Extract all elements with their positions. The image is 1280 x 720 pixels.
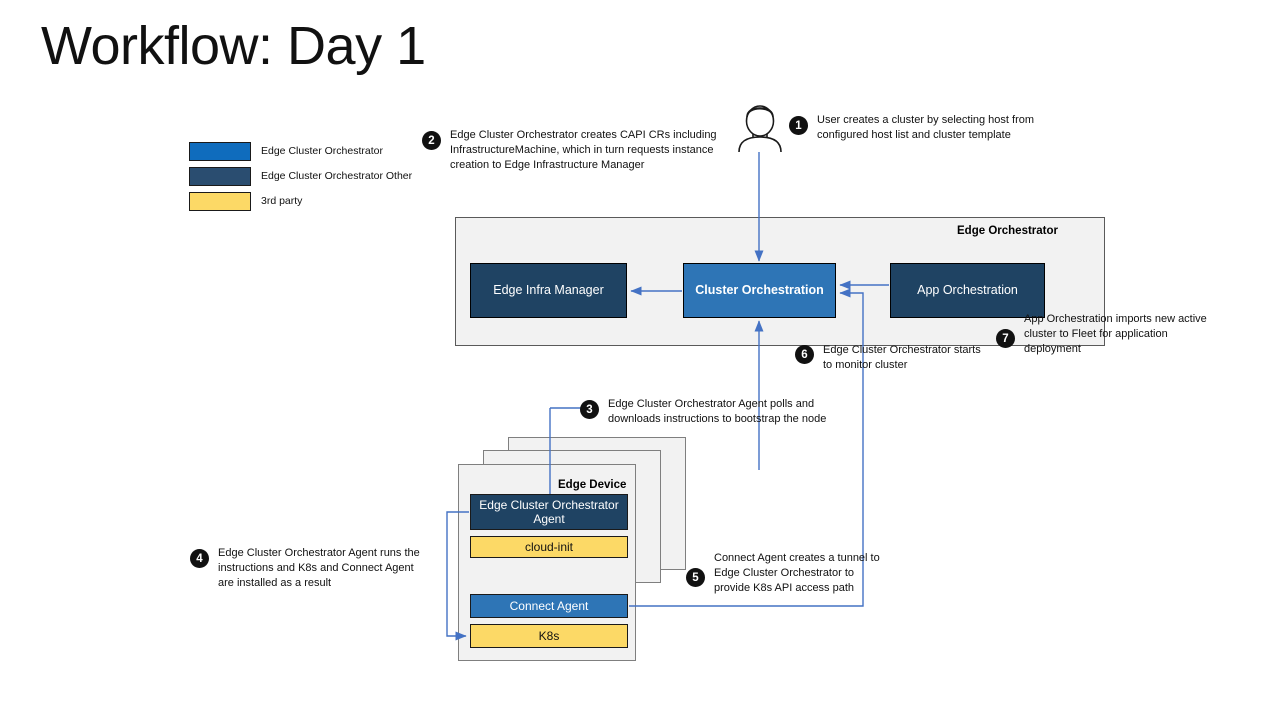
callout-badge: 6 xyxy=(795,345,814,364)
callout-text: Edge Cluster Orchestrator starts to moni… xyxy=(823,344,981,372)
callout-text: Edge Cluster Orchestrator creates CAPI C… xyxy=(450,129,717,172)
node-label: K8s xyxy=(538,628,560,643)
callout-badge: 5 xyxy=(686,568,705,587)
callout-7: 7 App Orchestration imports new active c… xyxy=(996,313,1226,358)
callout-text: App Orchestration imports new active clu… xyxy=(1024,313,1207,356)
node-label: Connect Agent xyxy=(509,598,589,613)
legend-label: 3rd party xyxy=(261,195,303,207)
legend: Edge Cluster Orchestrator Edge Cluster O… xyxy=(189,141,413,216)
callout-text: Edge Cluster Orchestrator Agent polls an… xyxy=(608,398,827,426)
node-cluster-orchestration[interactable]: Cluster Orchestration xyxy=(683,263,836,318)
node-label: Edge Cluster Orchestrator Agent xyxy=(479,497,619,526)
node-connect-agent[interactable]: Connect Agent xyxy=(470,594,628,618)
callout-badge: 1 xyxy=(789,116,808,135)
node-app-orchestration[interactable]: App Orchestration xyxy=(890,263,1045,318)
node-cloud-init[interactable]: cloud-init xyxy=(470,536,628,558)
node-label: App Orchestration xyxy=(917,283,1018,298)
node-k8s[interactable]: K8s xyxy=(470,624,628,648)
callout-badge: 2 xyxy=(422,131,441,150)
node-label: Cluster Orchestration xyxy=(695,283,824,298)
callout-badge: 4 xyxy=(190,549,209,568)
edge-device-title: Edge Device xyxy=(558,479,627,491)
legend-item: Edge Cluster Orchestrator xyxy=(189,141,409,161)
callout-1: 1 User creates a cluster by selecting ho… xyxy=(789,114,1079,143)
callout-text: Connect Agent creates a tunnel to Edge C… xyxy=(714,552,880,595)
callout-text: Edge Cluster Orchestrator Agent runs the… xyxy=(218,547,420,590)
node-label: cloud-init xyxy=(524,539,574,554)
node-label: Edge Infra Manager xyxy=(493,283,604,298)
callout-badge: 3 xyxy=(580,400,599,419)
page-title: Workflow: Day 1 xyxy=(41,16,426,76)
legend-item: 3rd party xyxy=(189,191,409,211)
legend-swatch-third-party xyxy=(189,191,251,211)
legend-swatch-eco-other xyxy=(189,166,251,186)
callout-5: 5 Connect Agent creates a tunnel to Edge… xyxy=(686,552,886,597)
legend-swatch-eco xyxy=(189,141,251,161)
legend-label: Edge Cluster Orchestrator xyxy=(261,145,383,157)
node-edge-cluster-orchestrator-agent[interactable]: Edge Cluster Orchestrator Agent xyxy=(470,494,628,530)
callout-3: 3 Edge Cluster Orchestrator Agent polls … xyxy=(580,398,830,427)
callout-4: 4 Edge Cluster Orchestrator Agent runs t… xyxy=(190,547,425,592)
callout-text: User creates a cluster by selecting host… xyxy=(817,114,1035,142)
legend-label: Edge Cluster Orchestrator Other xyxy=(261,170,413,182)
callout-badge: 7 xyxy=(996,329,1015,348)
node-edge-infra-manager[interactable]: Edge Infra Manager xyxy=(470,263,627,318)
edge-orchestrator-title: Edge Orchestrator xyxy=(957,225,1058,237)
callout-6: 6 Edge Cluster Orchestrator starts to mo… xyxy=(795,344,985,373)
legend-item: Edge Cluster Orchestrator Other xyxy=(189,166,413,186)
callout-2: 2 Edge Cluster Orchestrator creates CAPI… xyxy=(422,129,742,174)
